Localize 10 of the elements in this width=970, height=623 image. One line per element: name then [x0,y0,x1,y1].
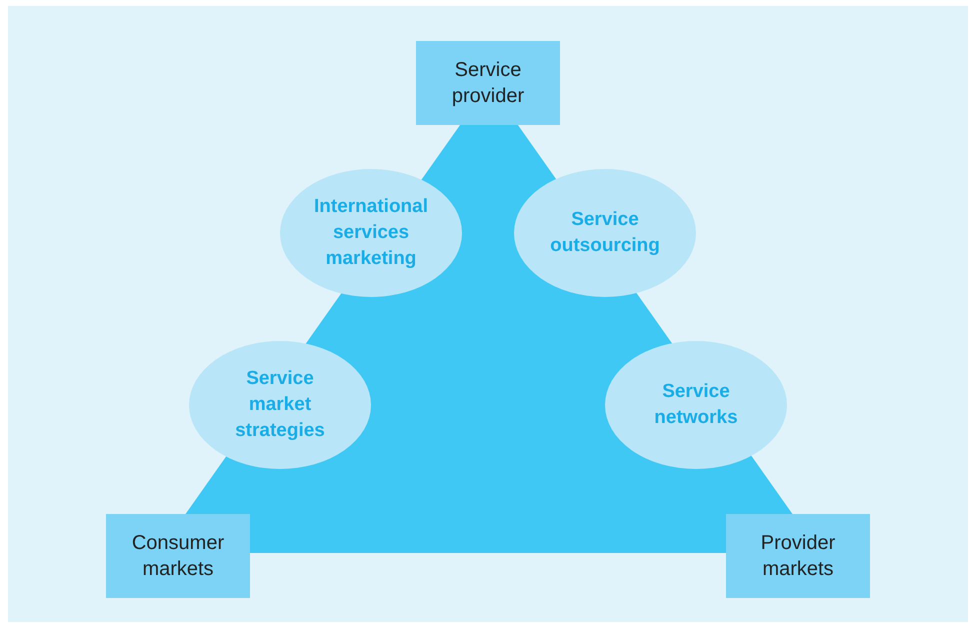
node-label: International services marketing [314,195,428,271]
node-label: Service outsourcing [549,208,661,258]
label-box [726,514,870,598]
label-box [106,514,250,598]
node-label: Consumer markets [130,531,226,582]
node-label: Service networks [653,380,739,430]
node-label: Service market strategies [234,367,326,443]
label-box [416,41,560,125]
node-label: Provider markets [760,531,836,582]
node-label: Service provider [450,58,526,109]
